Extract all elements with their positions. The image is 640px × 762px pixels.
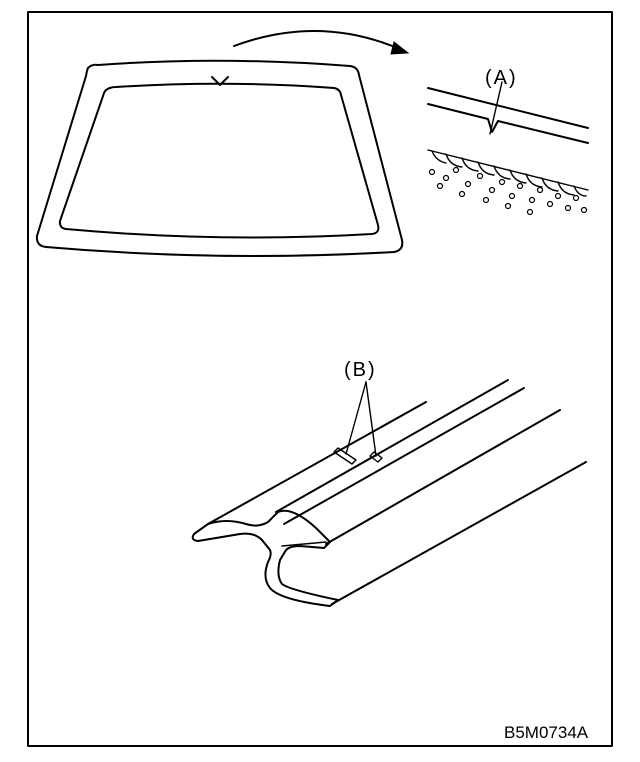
detail-a-molding: (A): [427, 67, 589, 216]
label-b: (B): [344, 359, 377, 381]
leader-a: [489, 81, 503, 135]
arrow-curve: [233, 30, 403, 51]
detail-b-molding-section: (B): [191, 359, 587, 607]
top-ridge-line-front: [325, 409, 561, 545]
top-ridge-line-back: [275, 379, 509, 513]
ceramic-dots: [428, 166, 588, 216]
notch-b2: [369, 451, 383, 463]
arrow-head: [390, 41, 410, 55]
ceramic-scallops: [431, 150, 587, 197]
top-ridge-line-mid: [283, 387, 525, 525]
windshield-inner-edge: [58, 82, 380, 239]
detail-arrow: [233, 30, 410, 55]
windshield-notch-mark: [211, 76, 229, 86]
leader-b2: [365, 381, 377, 457]
molding-edge-with-notch: [427, 103, 589, 144]
figure-code: B5M0734A: [504, 723, 589, 742]
lip-line-back: [207, 401, 427, 525]
windshield: [35, 59, 404, 257]
label-a: (A): [485, 67, 518, 89]
figure-frame: [27, 11, 613, 747]
molding-edge-top: [427, 87, 589, 129]
profile-inner-step: [281, 541, 327, 547]
ceramic-band-line: [427, 149, 589, 191]
molding-profile: [191, 509, 339, 607]
base-line: [331, 461, 587, 605]
notch-b1: [333, 447, 357, 465]
windshield-outer-edge: [35, 59, 404, 257]
leader-b1: [345, 381, 367, 455]
